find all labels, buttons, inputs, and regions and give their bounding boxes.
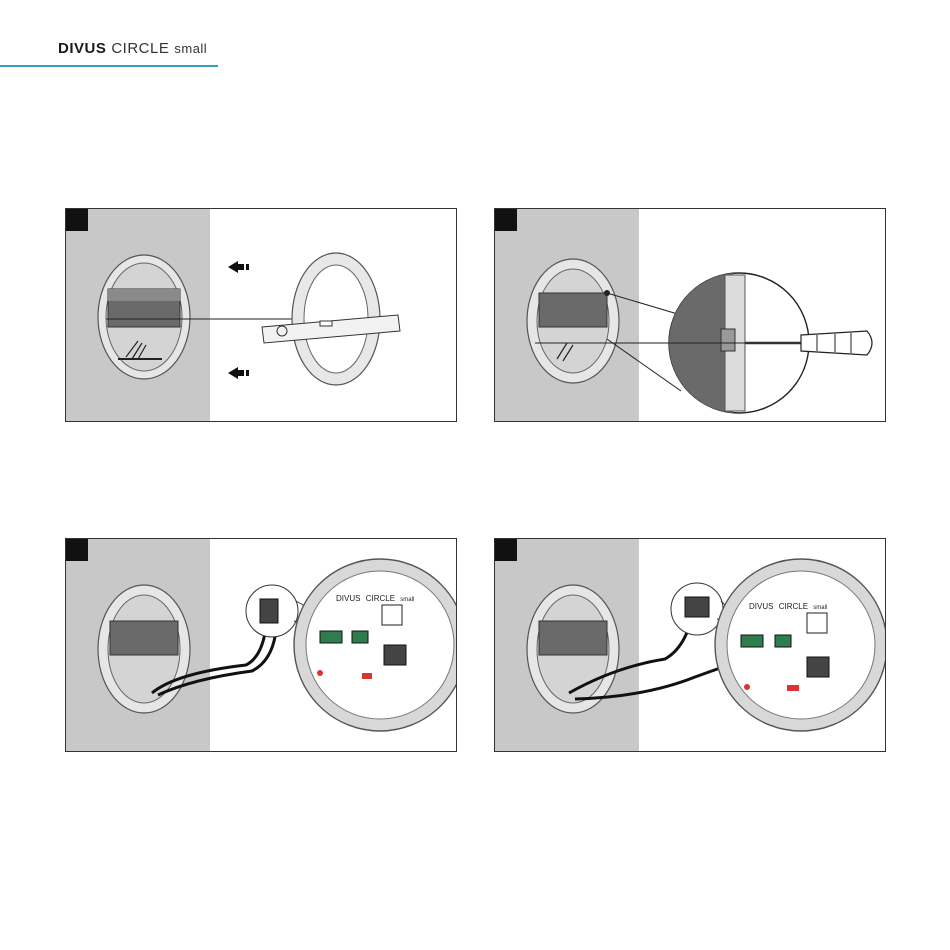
step-3-badge [66, 539, 88, 561]
wall-box [98, 255, 190, 379]
device-back: DIVUS CIRCLE small [715, 559, 886, 731]
status-led [744, 684, 750, 690]
status-led [317, 670, 323, 676]
ethernet-port [384, 645, 406, 665]
step-1-badge [66, 209, 88, 231]
device-brand-size: small [400, 597, 414, 603]
push-arrow-icon [228, 367, 249, 379]
qr-code [807, 613, 827, 633]
step-4-badge [495, 539, 517, 561]
label-tag [787, 685, 799, 691]
ethernet-port [807, 657, 829, 677]
power-terminal-block [320, 631, 342, 643]
step-2-illustration [495, 209, 886, 422]
step-4-panel: DIVUS CIRCLE small [494, 538, 886, 752]
zoom-point [604, 290, 610, 296]
bus-terminal-block [775, 635, 791, 647]
device-brand-model: CIRCLE [366, 594, 395, 603]
label-tag [362, 673, 372, 679]
step-3-illustration: DIVUS CIRCLE small [66, 539, 457, 752]
installed-ring [98, 585, 190, 713]
step-1-illustration [66, 209, 457, 422]
device-brand-bold: DIVUS [749, 602, 773, 611]
step-2-panel [494, 208, 886, 422]
step-4-illustration: DIVUS CIRCLE small [495, 539, 886, 752]
step-3-panel: DIVUS CIRCLE small [65, 538, 457, 752]
brand-size: small [174, 41, 207, 56]
installed-ring [527, 259, 619, 383]
bus-terminal-block [352, 631, 368, 643]
device-brand-model: CIRCLE [779, 602, 808, 611]
step-1-panel [65, 208, 457, 422]
step-2-badge [495, 209, 517, 231]
device-brand-bold: DIVUS [336, 594, 360, 603]
device-back: DIVUS CIRCLE small [294, 559, 457, 731]
header-accent-rule [0, 65, 218, 67]
document-header: DIVUS CIRCLE small [0, 36, 220, 70]
brand-title: DIVUS CIRCLE small [58, 40, 207, 57]
power-terminal-block [741, 635, 763, 647]
terminal-connector [260, 599, 278, 623]
terminal-connector [685, 597, 709, 617]
brand-bold: DIVUS [58, 40, 106, 57]
device-brand-size: small [813, 605, 827, 611]
qr-code [382, 605, 402, 625]
push-arrow-icon [228, 261, 249, 273]
installed-ring [527, 585, 619, 713]
brand-model: CIRCLE [111, 40, 169, 57]
